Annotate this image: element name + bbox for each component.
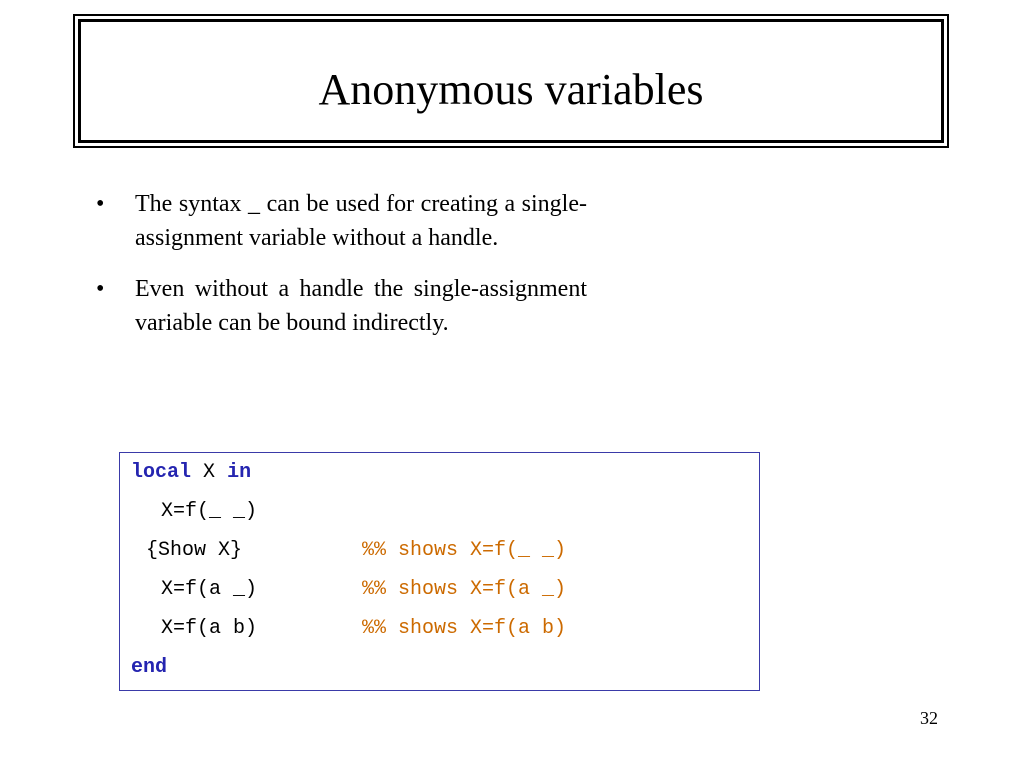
code-statement: X=f(_ _)	[161, 500, 258, 523]
code-line-header: local X in	[131, 457, 759, 496]
code-statement: {Show X}	[146, 539, 243, 562]
page-number: 32	[920, 708, 938, 728]
bullet-marker: •	[96, 191, 105, 217]
code-statement: X=f(a _)	[161, 578, 258, 601]
bullet-text: Even without a handle the single-assignm…	[135, 276, 587, 336]
keyword-in: in	[227, 461, 252, 484]
keyword-local: local	[131, 461, 192, 484]
bullet-marker: •	[96, 276, 105, 302]
code-line-footer: end	[131, 652, 759, 691]
slide-title: Anonymous variables	[318, 65, 704, 114]
title-frame: Anonymous variables	[73, 14, 949, 148]
code-comment: %% shows X=f(a _)	[362, 578, 567, 601]
keyword-end: end	[131, 656, 168, 679]
code-line: {Show X} %% shows X=f(_ _)	[131, 535, 759, 574]
bullet-text: The syntax _ can be used for creating a …	[135, 191, 587, 251]
bullet-list: • The syntax _ can be used for creating …	[96, 187, 587, 357]
code-statement: X=f(a b)	[161, 617, 258, 640]
code-comment: %% shows X=f(a b)	[362, 617, 567, 640]
variable-x: X	[203, 461, 216, 484]
code-line: X=f(a _) %% shows X=f(a _)	[131, 574, 759, 613]
code-block: local X in X=f(_ _) {Show X} %% shows X=…	[119, 452, 760, 691]
code-line: X=f(_ _)	[131, 496, 759, 535]
bullet-item: • Even without a handle the single-assig…	[96, 272, 587, 340]
code-line: X=f(a b) %% shows X=f(a b)	[131, 613, 759, 652]
bullet-item: • The syntax _ can be used for creating …	[96, 187, 587, 255]
code-comment: %% shows X=f(_ _)	[362, 539, 567, 562]
